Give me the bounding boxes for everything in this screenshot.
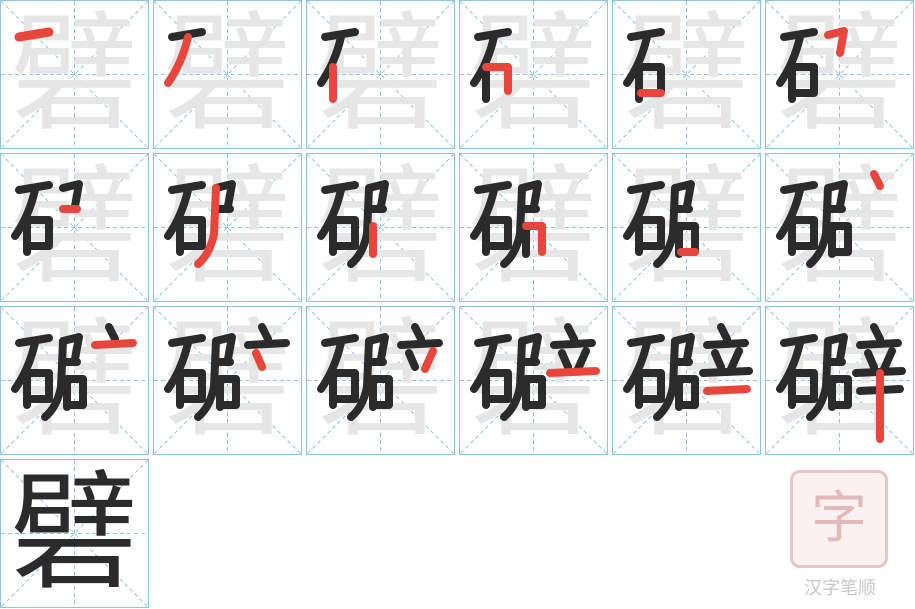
stroke-cell-16: 礕 xyxy=(459,306,608,455)
completed-strokes xyxy=(776,180,852,268)
character-ghost: 礕 xyxy=(163,0,292,149)
current-stroke xyxy=(59,205,81,213)
stroke-cell-5: 礕 xyxy=(612,0,761,149)
completed-strokes xyxy=(164,180,236,256)
current-stroke xyxy=(164,33,192,87)
completed-strokes xyxy=(317,180,389,268)
current-stroke xyxy=(194,184,220,268)
stroke-cell-15: 礕 xyxy=(306,306,455,455)
grid-guides xyxy=(1,460,148,607)
site-logo: 字 xyxy=(790,470,888,568)
character-ghost: 礕 xyxy=(622,0,751,149)
stroke-cell-13: 礕 xyxy=(0,306,149,455)
completed-strokes xyxy=(623,28,665,103)
stroke-cell-14: 礕 xyxy=(153,306,302,455)
logo-caption: 汉字笔顺 xyxy=(804,578,876,599)
current-stroke xyxy=(421,347,437,373)
stroke-cell-7: 礕 xyxy=(0,153,149,302)
completed-strokes xyxy=(317,323,443,421)
stroke-cell-19: 礕 xyxy=(0,459,149,608)
stroke-cell-10: 礕 xyxy=(459,153,608,302)
completed-strokes xyxy=(317,28,359,87)
logo-icon: 字 xyxy=(811,486,867,551)
completed-strokes xyxy=(164,323,290,421)
stroke-cell-2: 礕 xyxy=(153,0,302,149)
character-complete: 礕 xyxy=(10,459,139,608)
completed-strokes xyxy=(470,323,596,421)
current-stroke xyxy=(824,27,848,57)
character-ghost: 礕 xyxy=(316,153,445,302)
character-ghost: 礕 xyxy=(10,153,139,302)
stroke-cell-4: 礕 xyxy=(459,0,608,149)
completed-strokes xyxy=(11,180,83,256)
current-stroke xyxy=(703,385,751,395)
current-stroke xyxy=(546,367,600,377)
current-stroke xyxy=(482,63,512,95)
grid-guides xyxy=(1,1,148,148)
current-stroke xyxy=(91,339,137,349)
stroke-cell-3: 礕 xyxy=(306,0,455,149)
grid-guides xyxy=(154,1,301,148)
completed-strokes xyxy=(623,323,753,421)
completed-strokes xyxy=(776,28,818,103)
stroke-cell-11: 礕 xyxy=(612,153,761,302)
stroke-cell-9: 礕 xyxy=(306,153,455,302)
current-stroke xyxy=(522,222,546,256)
stroke-cell-1: 礕 xyxy=(0,0,149,149)
current-stroke xyxy=(252,349,266,371)
character-ghost: 礕 xyxy=(775,0,904,149)
current-stroke xyxy=(369,222,377,258)
completed-strokes xyxy=(11,323,119,421)
stroke-cell-6: 礕 xyxy=(765,0,914,149)
completed-strokes xyxy=(623,180,699,268)
current-stroke xyxy=(870,170,884,190)
completed-strokes xyxy=(470,180,542,268)
character-ghost: 礕 xyxy=(10,0,139,149)
stroke-cell-12: 礕 xyxy=(765,153,914,302)
current-stroke xyxy=(876,369,884,443)
completed-strokes xyxy=(470,28,512,103)
current-stroke xyxy=(14,27,54,42)
current-stroke xyxy=(329,63,337,103)
current-stroke xyxy=(677,248,699,256)
character-ghost: 礕 xyxy=(163,153,292,302)
stroke-cell-18: 礕 xyxy=(765,306,914,455)
current-stroke xyxy=(637,89,665,97)
character-ghost: 礕 xyxy=(469,0,598,149)
stroke-cell-17: 礕 xyxy=(612,306,761,455)
stroke-cell-8: 礕 xyxy=(153,153,302,302)
character-ghost: 礕 xyxy=(316,0,445,149)
